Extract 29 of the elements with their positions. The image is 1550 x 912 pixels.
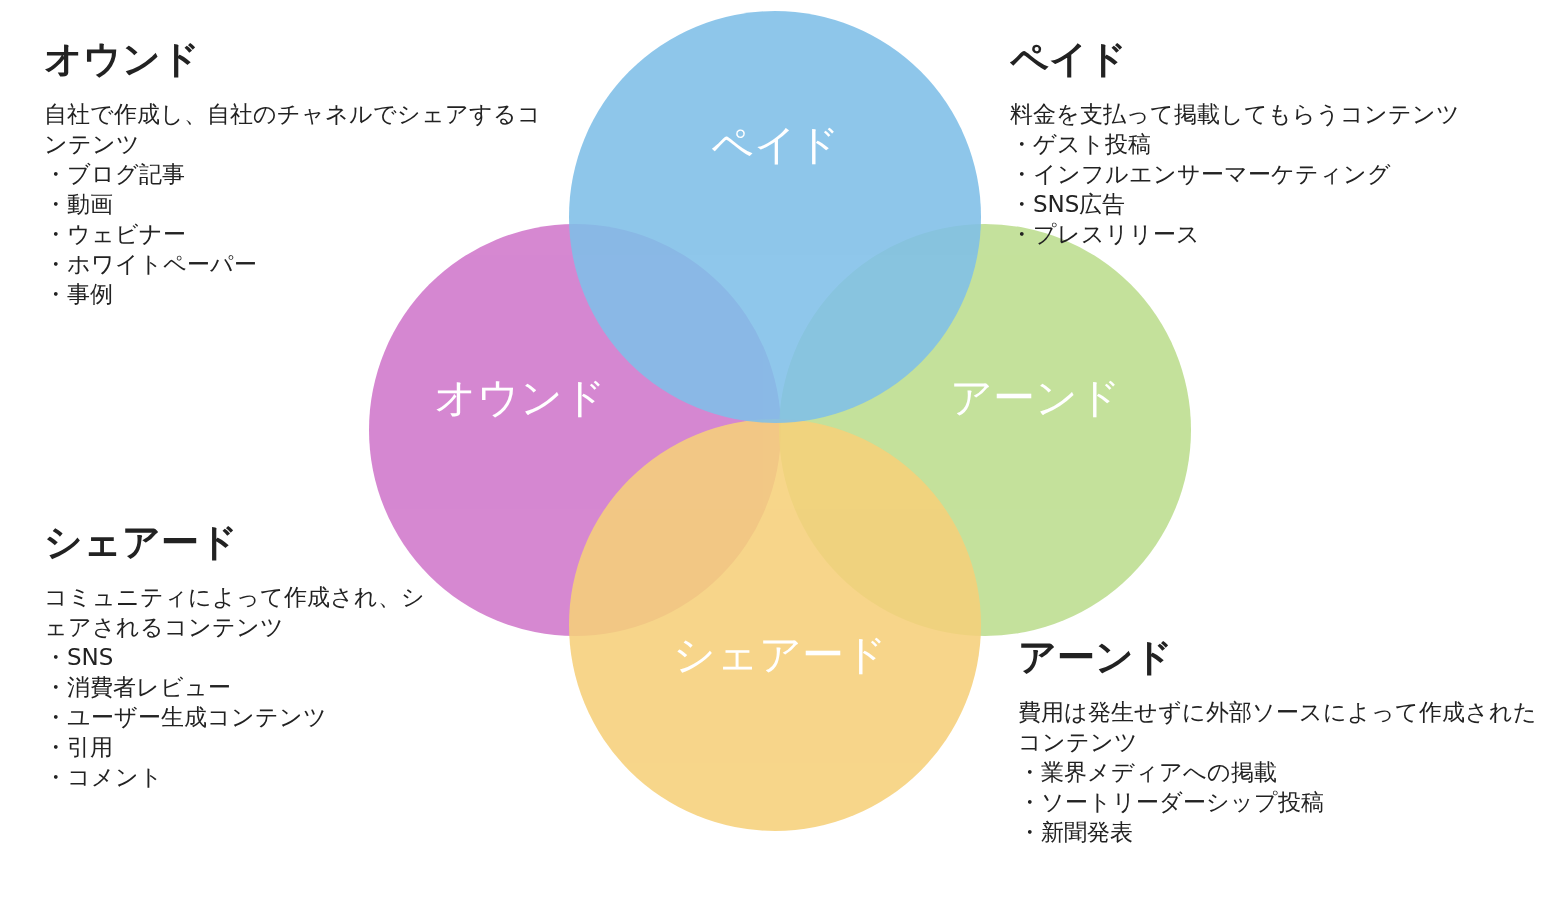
- circle-label: アーンド: [949, 372, 1121, 424]
- section-description: コミュニティによって作成され、シェアされるコンテンツ: [44, 583, 426, 642]
- circle-label: オウンド: [434, 372, 606, 424]
- section-heading: シェアード: [44, 519, 239, 566]
- section-description: 自社で作成し、自社のチャネルでシェアするコンテンツ: [44, 100, 542, 159]
- circle-label: シェアード: [673, 629, 887, 681]
- bullet-item: ・消費者レビュー: [44, 673, 232, 702]
- bullet-item: ・インフルエンサーマーケティング: [1010, 160, 1392, 189]
- bullet-item: ・引用: [44, 733, 114, 762]
- bullet-item: ・ウェビナー: [44, 220, 187, 249]
- bullet-item: ・コメント: [44, 763, 164, 792]
- section-heading: ペイド: [1010, 36, 1128, 83]
- section-description: 料金を支払って掲載してもらうコンテンツ: [1010, 100, 1461, 129]
- bullet-item: ・動画: [44, 190, 114, 219]
- section-description: 費用は発生せずに外部ソースによって作成されたコンテンツ: [1018, 698, 1538, 757]
- bullet-item: ・SNS: [44, 643, 115, 672]
- bullet-item: ・SNS広告: [1010, 190, 1127, 219]
- bullet-item: ・ソートリーダーシップ投稿: [1018, 788, 1325, 817]
- bullet-item: ・新聞発表: [1018, 818, 1134, 847]
- bullet-item: ・ユーザー生成コンテンツ: [44, 703, 328, 732]
- bullet-item: ・ゲスト投稿: [1010, 130, 1152, 159]
- bullet-item: ・事例: [44, 280, 114, 309]
- section-heading: アーンド: [1018, 634, 1174, 681]
- bullet-item: ・ブログ記事: [44, 160, 186, 189]
- bullet-item: ・ホワイトペーパー: [44, 250, 258, 279]
- section-heading: オウンド: [44, 36, 201, 83]
- bullet-item: ・プレスリリース: [1010, 220, 1201, 249]
- bullet-item: ・業界メディアへの掲載: [1018, 758, 1278, 787]
- circle-label: ペイド: [710, 119, 840, 171]
